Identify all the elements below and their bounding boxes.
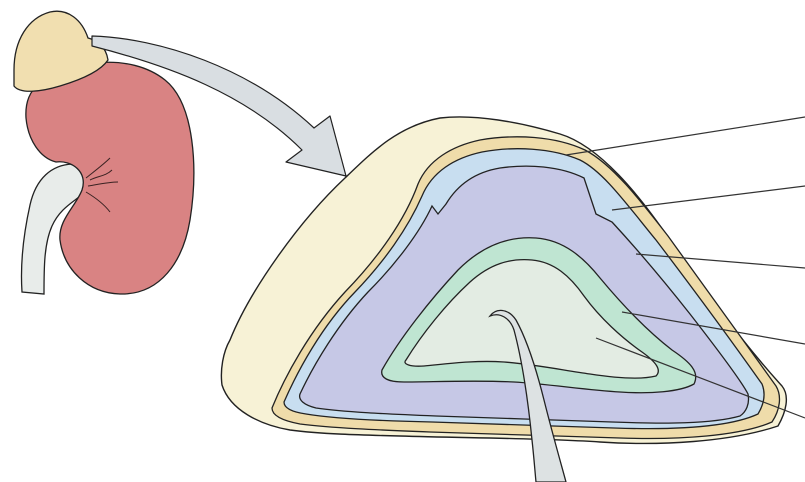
leader-line-capsule	[566, 117, 805, 155]
adrenal-cross-section	[221, 117, 786, 482]
leader-line-zona-glomerulosa	[612, 186, 805, 210]
